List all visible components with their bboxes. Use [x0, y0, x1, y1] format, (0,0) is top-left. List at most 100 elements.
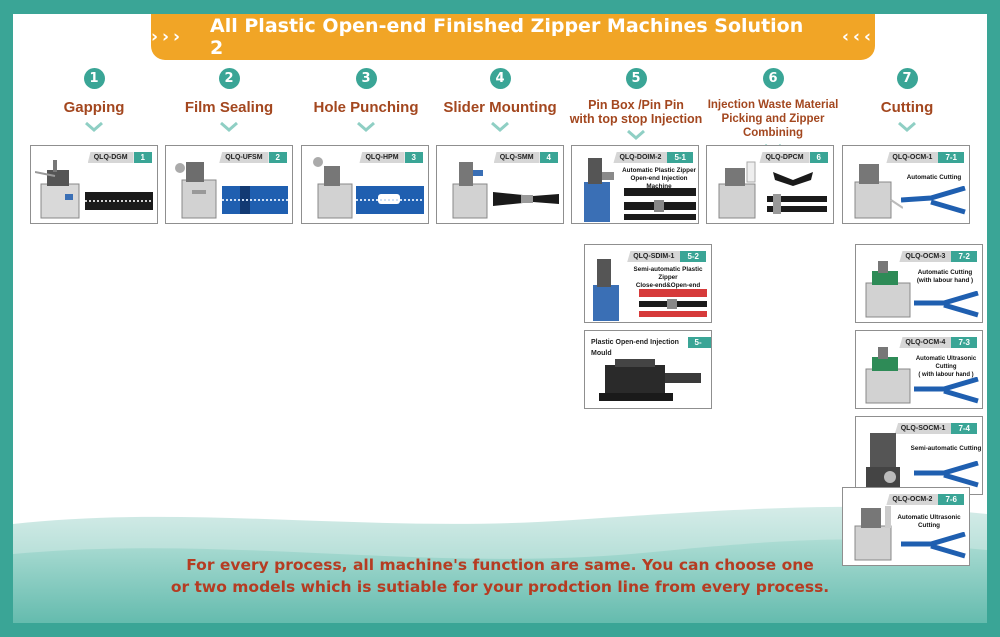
machine-image — [865, 261, 911, 318]
model-code: QLQ-OCM-3 — [899, 251, 952, 262]
model-number: 7-1 — [938, 152, 964, 163]
model-code: QLQ-OCM-1 — [886, 152, 939, 163]
machine-image — [584, 158, 614, 222]
step-hole-punching: 3 Hole Punching — [298, 68, 434, 137]
step-title-line1: Pin Box /Pin Pin — [588, 98, 684, 112]
model-code: Plastic Open-end Injection Mould — [591, 337, 688, 357]
zipper-image — [901, 186, 966, 215]
machine-image — [175, 162, 217, 219]
step-slider-mounting: 4 Slider Mounting — [432, 68, 568, 137]
title-banner: ››› All Plastic Open-end Finished Zipper… — [151, 14, 875, 60]
chevron-down-icon — [491, 121, 509, 132]
machine-description: Semi-automatic Cutting — [910, 445, 982, 452]
machine-description: Automatic Cutting(with labour hand ) — [908, 269, 982, 285]
step-gapping: 1 Gapping — [26, 68, 162, 137]
machine-image — [854, 506, 892, 561]
left-arrows: ››› — [151, 27, 185, 47]
step-number: 1 — [83, 68, 105, 89]
zipper-image — [624, 188, 696, 220]
machine-image — [865, 347, 911, 404]
step-film-sealing: 2 Film Sealing — [161, 68, 297, 137]
machine-image — [313, 157, 353, 219]
zipper-image — [914, 377, 979, 404]
model-number: 5-2 — [680, 251, 706, 262]
diagram-canvas: ››› All Plastic Open-end Finished Zipper… — [13, 14, 987, 623]
model-number: 7-2 — [951, 251, 977, 262]
footer-line1: For every process, all machine's functio… — [186, 556, 814, 574]
step-number: 4 — [489, 68, 511, 89]
machine-image — [35, 160, 80, 219]
zipper-image — [356, 186, 424, 214]
step-cutting: 7 Cutting — [839, 68, 975, 137]
model-number: 3 — [404, 152, 423, 163]
chevron-down-icon — [898, 121, 916, 132]
model-number: 7-6 — [938, 494, 964, 505]
model-number: 5-1 — [667, 152, 693, 163]
chevron-down-icon — [220, 121, 238, 132]
machine-image — [452, 162, 488, 219]
model-code: QLQ-DPCM — [759, 152, 810, 163]
model-code: QLQ-UFSM — [219, 152, 269, 163]
step-title: Film Sealing — [184, 99, 274, 116]
description-line1: Automatic Plastic Zipper — [622, 167, 696, 174]
zipper-image — [85, 192, 153, 210]
description-line1: Automatic Cutting — [917, 269, 973, 276]
model-number: 7-4 — [951, 423, 977, 434]
machine-description: Automatic Ultrasonic Cutting( with labou… — [908, 355, 984, 379]
zipper-image — [222, 186, 288, 214]
model-code: QLQ-HPM — [359, 152, 405, 163]
model-code: QLQ-DOIM-2 — [613, 152, 668, 163]
chevron-down-icon — [357, 121, 375, 132]
machine-image — [593, 259, 619, 321]
step-number: 6 — [762, 68, 784, 89]
step-title: Cutting — [880, 99, 934, 116]
zipper-image — [914, 291, 979, 318]
model-code: QLQ-OCM-2 — [886, 494, 939, 505]
machine-image — [854, 164, 903, 219]
description-line2: (with labour hand ) — [916, 277, 974, 284]
chevron-down-icon — [85, 121, 103, 132]
model-code: QLQ-SDIM-1 — [627, 251, 681, 262]
zipper-image — [901, 532, 966, 559]
zipper-image — [767, 172, 827, 214]
machine-image — [718, 161, 756, 219]
footer-note: For every process, all machine's functio… — [13, 554, 987, 598]
model-code: QLQ-SOCM-1 — [894, 423, 952, 434]
right-arrows: ‹‹‹ — [841, 27, 875, 47]
step-pin-box-injection: 5 Pin Box /Pin Pin with top stop Injecti… — [568, 68, 704, 145]
mould-image — [599, 359, 701, 401]
step-title-line2: with top stop Injection — [569, 112, 703, 126]
chevron-down-icon — [627, 129, 645, 140]
model-number: 6 — [809, 152, 828, 163]
step-number: 5 — [625, 68, 647, 89]
banner-title: All Plastic Open-end Finished Zipper Mac… — [210, 15, 804, 59]
model-number: 2 — [268, 152, 287, 163]
footer-line2: or two models which is sutiable for your… — [170, 578, 830, 596]
